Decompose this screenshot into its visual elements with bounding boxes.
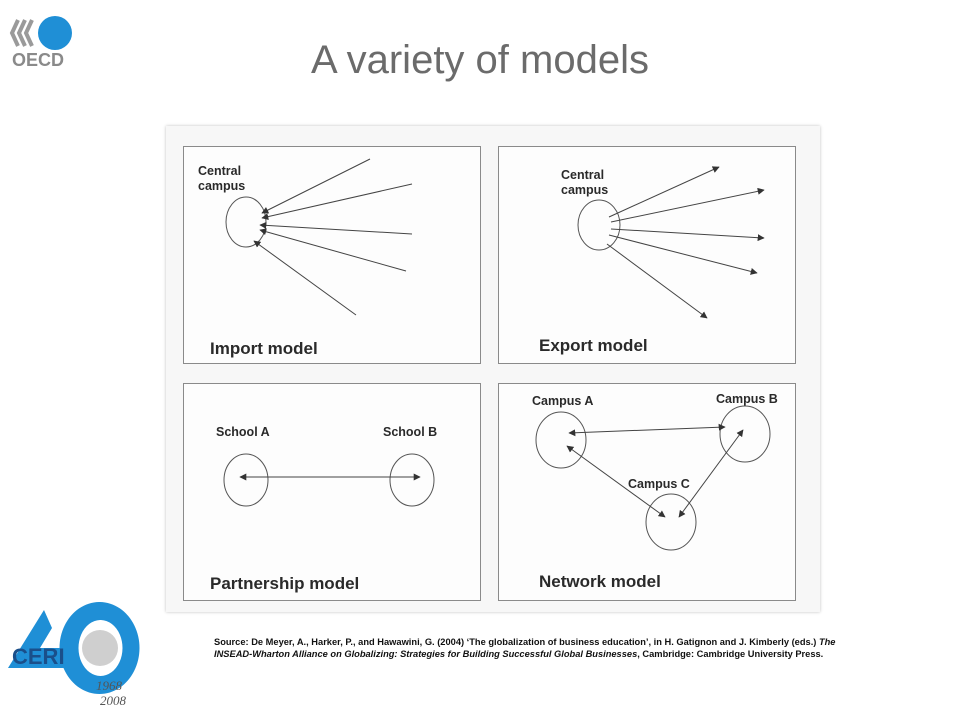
campus-c-node <box>645 493 697 551</box>
slide-title: A variety of models <box>311 38 649 82</box>
export-arrow-5 <box>606 243 708 319</box>
export-arrow-2 <box>610 187 765 223</box>
school-a-label: School A <box>216 425 270 439</box>
central-campus-node <box>225 196 267 248</box>
network-arrow-a-c <box>566 445 666 518</box>
export-model-panel: Central campus Export model <box>498 146 796 364</box>
source-text-2: , Cambridge: Cambridge University Press. <box>637 649 824 659</box>
export-node-label: Central campus <box>561 168 608 198</box>
network-model-diagram <box>535 405 771 551</box>
oecd-logo-text: OECD <box>12 50 65 70</box>
models-figure: Central campus Import model Central camp… <box>166 126 820 612</box>
school-a-node <box>223 453 269 507</box>
school-b-label: School B <box>383 425 438 439</box>
central-campus-node <box>577 199 621 251</box>
partnership-model-panel: School A School B Partnership model <box>183 383 481 601</box>
campus-b-label: Campus B <box>716 392 778 406</box>
export-arrow-1 <box>608 166 720 218</box>
ceri-40-logo: CERI 1968 2008 <box>8 602 140 708</box>
ceri-gray-circle <box>82 630 118 666</box>
network-model-panel: Campus A Campus B Campus C Network model <box>498 383 796 601</box>
network-arrow-c-b <box>678 429 744 518</box>
import-model-label: Import model <box>210 339 318 358</box>
ceri-four-shape <box>8 610 76 668</box>
oecd-blue-circle <box>38 16 72 50</box>
partnership-model-diagram <box>223 453 435 507</box>
import-arrow-4 <box>259 228 407 272</box>
import-model-panel: Central campus Import model <box>183 146 481 364</box>
import-arrow-2 <box>261 183 413 221</box>
ceri-year-end: 2008 <box>100 693 127 708</box>
export-model-diagram <box>577 166 765 319</box>
source-book-title: The INSEAD-Wharton Alliance on Globalizi… <box>214 637 836 659</box>
partnership-model-label: Partnership model <box>210 574 360 593</box>
export-model-label: Export model <box>539 336 648 355</box>
oecd-chevron-2 <box>16 19 27 47</box>
network-model-label: Network model <box>539 572 661 591</box>
campus-c-label: Campus C <box>628 477 690 491</box>
source-citation: Source: De Meyer, A., Harker, P., and Ha… <box>214 636 854 660</box>
campus-a-label: Campus A <box>532 394 594 408</box>
network-arrow-a-b <box>568 423 726 437</box>
oecd-chevron-3 <box>23 19 34 47</box>
oecd-logo <box>9 16 72 50</box>
import-node-label-line2: campus <box>198 179 246 193</box>
school-b-node <box>389 453 435 507</box>
ceri-logo-text: CERI <box>12 644 65 669</box>
export-node-label-line1: Central <box>561 168 605 182</box>
oecd-chevron-1 <box>9 19 20 47</box>
import-node-label-line1: Central <box>198 164 242 178</box>
export-arrow-4 <box>608 234 758 275</box>
import-node-label: Central campus <box>198 164 245 194</box>
source-text-1: Source: De Meyer, A., Harker, P., and Ha… <box>214 637 819 647</box>
import-arrow-3 <box>259 221 413 235</box>
campus-a-node <box>535 411 587 469</box>
ceri-year-start: 1968 <box>96 678 123 693</box>
export-node-label-line2: campus <box>561 183 609 197</box>
ceri-zero-ring <box>59 602 140 694</box>
import-model-diagram <box>225 158 413 316</box>
campus-b-node <box>719 405 771 463</box>
import-arrow-1 <box>261 158 371 214</box>
export-arrow-3 <box>610 228 765 242</box>
import-arrow-5 <box>253 240 357 316</box>
